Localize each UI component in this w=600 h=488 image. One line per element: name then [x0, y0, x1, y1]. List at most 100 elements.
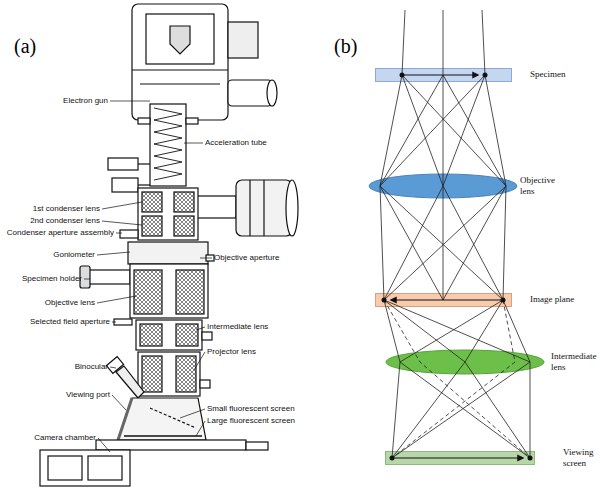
object-arrow [402, 74, 478, 75]
part-label: Condenser aperture assembly [7, 229, 114, 238]
pump-cylinder [236, 180, 292, 236]
point-dot [382, 298, 387, 303]
incident-ray [443, 10, 444, 75]
projector-coil [142, 356, 162, 392]
ray [402, 75, 503, 300]
part-label: Small fluorescent screen [207, 405, 295, 414]
leader-line [184, 143, 203, 144]
large-screen [124, 435, 202, 437]
part-label: Objective lens [45, 299, 95, 308]
final-image-arrow [392, 457, 523, 458]
cathode-symbol [170, 26, 190, 54]
side-fitting [202, 332, 212, 340]
projector-coil [176, 356, 196, 392]
small-screen [150, 408, 196, 428]
condenser-coil [174, 216, 194, 236]
objective-housing [130, 264, 208, 318]
screen-band: Viewing screen [385, 451, 535, 465]
part-label: Viewing port [66, 391, 110, 400]
node-label: Viewing screen [563, 447, 600, 470]
camera-cassette [48, 456, 82, 480]
band-shape [376, 69, 512, 82]
condenser-coil [142, 216, 162, 236]
condenser-coil [174, 192, 194, 212]
leader-lines [84, 101, 212, 452]
part-label: Selected field aperture [30, 318, 110, 327]
ray [384, 75, 485, 300]
lens-shape [369, 174, 517, 198]
node-outline [375, 293, 512, 307]
leader-line [112, 395, 126, 410]
leader-line [110, 101, 150, 102]
node-outline [385, 451, 535, 465]
valve-box [112, 178, 138, 192]
image-plane-band: Image plane [375, 293, 512, 307]
band-shape [386, 452, 535, 465]
intermediate-housing [136, 320, 202, 350]
ray [392, 300, 530, 458]
objective-coil [134, 270, 162, 314]
leader-line [196, 421, 205, 436]
leader-line [97, 296, 136, 303]
lens-shape [386, 350, 544, 374]
intermediate-coil [176, 324, 198, 346]
field-aperture-rod [114, 319, 132, 325]
part-label: Acceleration tube [205, 139, 267, 148]
housing-line [132, 69, 228, 70]
condenser-housing [138, 188, 198, 240]
leader-line [84, 279, 90, 280]
gun-cable-box [228, 22, 258, 58]
ray [392, 300, 503, 458]
condenser-coil [142, 192, 162, 212]
objective-coil [176, 270, 204, 314]
panel-letter: (b) [334, 35, 357, 57]
specimen-holder-rod [88, 270, 130, 284]
viewing-port-window [118, 398, 132, 440]
gun-housing [132, 4, 228, 120]
column-drawing [40, 4, 298, 486]
point-dot [501, 298, 506, 303]
column-base [96, 440, 246, 450]
node-label: Objective lens [520, 175, 564, 198]
part-label: Large fluorescent screen [207, 417, 295, 426]
housing-line [140, 83, 220, 84]
leader-line [112, 322, 116, 323]
part-label: Electron gun [63, 97, 108, 106]
projector-housing [138, 352, 200, 396]
leader-line [196, 327, 205, 330]
part-label: Binocular [75, 363, 108, 372]
leader-line [116, 233, 122, 234]
leader-line [200, 258, 212, 259]
ray [380, 75, 443, 300]
image-arrow [391, 299, 503, 300]
specimen-band: Specimen [375, 68, 512, 82]
camera-cassette [88, 456, 122, 480]
ray [402, 75, 506, 300]
incident-ray [402, 10, 405, 75]
pump-rib [249, 180, 250, 236]
dashed-ray [384, 300, 530, 458]
gun-side-cylinder [228, 80, 272, 106]
binocular-eyepiece [106, 357, 123, 374]
ray [384, 300, 530, 458]
viewing-chamber [118, 398, 206, 440]
aperture-knob [120, 230, 138, 238]
ray [443, 75, 444, 300]
part-label: 1st condenser lens [33, 205, 100, 214]
flange [138, 118, 150, 124]
pump-end [286, 180, 298, 236]
leader-line [102, 221, 142, 225]
goniometer-body [128, 242, 208, 264]
camera-box [40, 450, 130, 486]
node-outline [385, 349, 545, 375]
leader-line [102, 202, 142, 209]
node-outline [375, 68, 512, 82]
point-dot [390, 456, 395, 461]
ray [380, 75, 503, 300]
cylinder-end [267, 80, 277, 106]
point-dot [483, 73, 488, 78]
lens-ellipse: Objective lens [368, 173, 518, 199]
